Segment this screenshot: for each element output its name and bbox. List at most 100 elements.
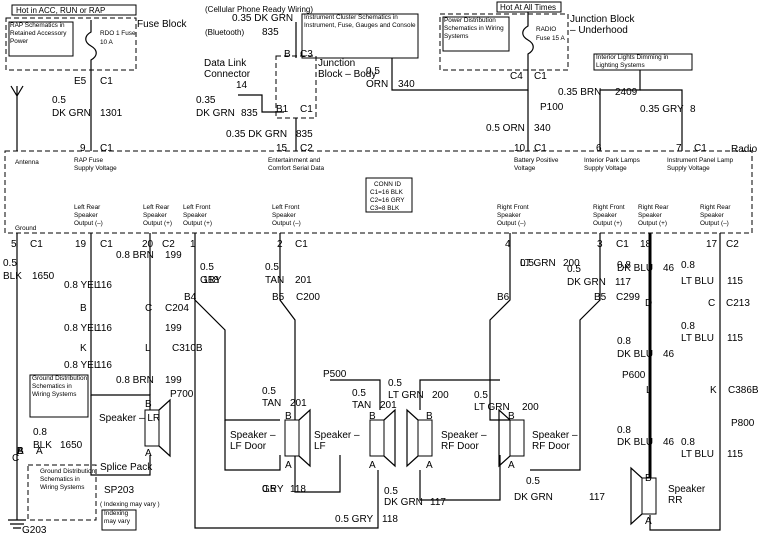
speaker-lf-center-label: Speaker – LF xyxy=(314,430,360,452)
wire-label: 0.5 xyxy=(526,476,540,487)
wire-label: 0.35 BRN xyxy=(558,87,601,98)
wire-label: BLK xyxy=(33,440,52,451)
wire-label: 0.35 xyxy=(196,95,216,106)
wire-label: LT BLU xyxy=(681,449,714,460)
wire-label: 117 xyxy=(430,497,446,508)
rap-note: RAP Schematics in Retained Accessory Pow… xyxy=(10,22,67,45)
wires xyxy=(10,22,721,531)
wire-label: E5 xyxy=(74,76,87,87)
conn-id-box xyxy=(365,177,413,213)
wire-label: GRY xyxy=(262,484,284,495)
wire-label: DK BLU xyxy=(617,263,653,274)
wire-label: 0.5 ORN xyxy=(486,123,525,134)
wire-label: 115 xyxy=(727,333,743,344)
wire-label: B xyxy=(17,446,24,457)
wire-label: 0.8 xyxy=(681,437,695,448)
wire-label: D xyxy=(645,298,652,309)
wire-label: 340 xyxy=(398,79,415,90)
conn-c2: C2=16 GRY xyxy=(370,197,405,204)
wire-label: 199 xyxy=(165,323,182,334)
wire-label: 7 xyxy=(676,143,682,154)
wire-label: LT BLU xyxy=(681,333,714,344)
wire-label: B xyxy=(17,446,24,457)
wire-label: 835 xyxy=(241,108,258,119)
wire-label: 18 xyxy=(640,239,652,250)
cluster-note: Instrument Cluster Schematics in Instrum… xyxy=(304,14,416,29)
wire-label: 0.5 xyxy=(352,388,366,399)
wire-label: A xyxy=(36,446,43,457)
antenna-label: Antenna xyxy=(15,159,39,166)
radio-pin-rap-label: RAP Fuse Supply Voltage xyxy=(74,157,117,172)
radio-pin-rf-neg-label: Right Front Speaker Output (–) xyxy=(497,204,529,227)
wire-label: C213 xyxy=(726,298,750,309)
wire-label: 835 xyxy=(262,27,279,38)
wire-label: C386B xyxy=(728,385,759,396)
wire-label: 835 xyxy=(296,129,313,140)
hot-acc-label: Hot in ACC, RUN or RAP xyxy=(16,6,105,15)
wire-label: 0.8 YEL xyxy=(64,360,100,371)
rdo1-fuse-symbol xyxy=(85,20,97,70)
wire-label: GRY xyxy=(200,275,222,286)
speaker-lf-center-symbol xyxy=(369,408,396,468)
wire-label: C1 xyxy=(100,143,113,154)
data-link-label: Data Link Connector xyxy=(204,58,251,80)
wire-label: 1650 xyxy=(60,440,83,451)
wire-label: 8 xyxy=(690,104,696,115)
wire-label: C1 xyxy=(295,239,308,250)
conn-id-title: CONN ID xyxy=(374,181,401,188)
wire-label: C1 xyxy=(534,143,547,154)
wire-label: C xyxy=(145,303,152,314)
wire-label: DK BLU xyxy=(617,349,653,360)
wire-label: 0.5 xyxy=(52,95,66,106)
wire-label: 0.8 xyxy=(33,427,47,438)
wire-label: 0.5 xyxy=(262,484,276,495)
wire-label: 0.8 xyxy=(617,260,631,271)
radio-pin-lf-neg-label: Left Front Speaker Output (–) xyxy=(272,204,301,227)
wire-label: 0.5 xyxy=(520,258,534,269)
wire-label: B xyxy=(284,49,291,60)
wire-label: L xyxy=(145,343,151,354)
wire-label: 0.35 DK GRN xyxy=(226,129,287,140)
radio-pin-ground-label: Ground xyxy=(15,225,37,232)
wire-label: 116 xyxy=(96,360,112,371)
wire-label: L xyxy=(646,385,652,396)
wire-label: 17 xyxy=(706,239,718,250)
wire-label: 117 xyxy=(615,277,631,288)
wire-label: C xyxy=(12,453,19,464)
wire-label: TAN xyxy=(262,398,281,409)
wire-label: B1 xyxy=(276,104,289,115)
wire-label: 0.5 GRY xyxy=(335,514,373,525)
wire-label: 0.8 xyxy=(617,425,631,436)
wire-label: C299 xyxy=(616,292,640,303)
wire-label: 10 xyxy=(514,143,526,154)
radio-pin-rr-neg-label: Right Rear Speaker Output (–) xyxy=(700,204,731,227)
wire-label: LT GRN xyxy=(474,402,510,413)
hot-all-box xyxy=(496,1,562,13)
wire-label: K xyxy=(80,343,87,354)
wire-label: C4 xyxy=(510,71,523,82)
wire-label: 200 xyxy=(522,402,539,413)
wire-label: C1 xyxy=(300,104,313,115)
wire-label: 5 xyxy=(11,239,17,250)
wire-label: B6 xyxy=(497,292,510,303)
wire-label: P500 xyxy=(323,369,347,380)
bluetooth-label: (Bluetooth) xyxy=(205,28,244,37)
wire-label: 118 xyxy=(382,514,398,525)
wire-label: C200 xyxy=(296,292,320,303)
wire-label: BLK xyxy=(3,271,22,282)
interior-lights-box xyxy=(593,53,693,71)
wire-label: 117 xyxy=(589,492,605,503)
wire-label: B xyxy=(80,303,87,314)
wire-label: 0.8 xyxy=(617,336,631,347)
junction-underhood-label: Junction Block – Underhood xyxy=(570,14,635,36)
wire-label: 0.5 xyxy=(384,486,398,497)
wire-label: K xyxy=(710,385,717,396)
speaker-lr-label: Speaker – LR xyxy=(99,413,160,424)
speaker-lf-label: Speaker – LF Door xyxy=(230,430,276,452)
wire-label: A xyxy=(145,448,152,459)
splice-pack-label: Splice Pack xyxy=(100,462,153,473)
wire-label: C1 xyxy=(30,239,43,250)
speaker-lr-symbol xyxy=(144,398,171,458)
